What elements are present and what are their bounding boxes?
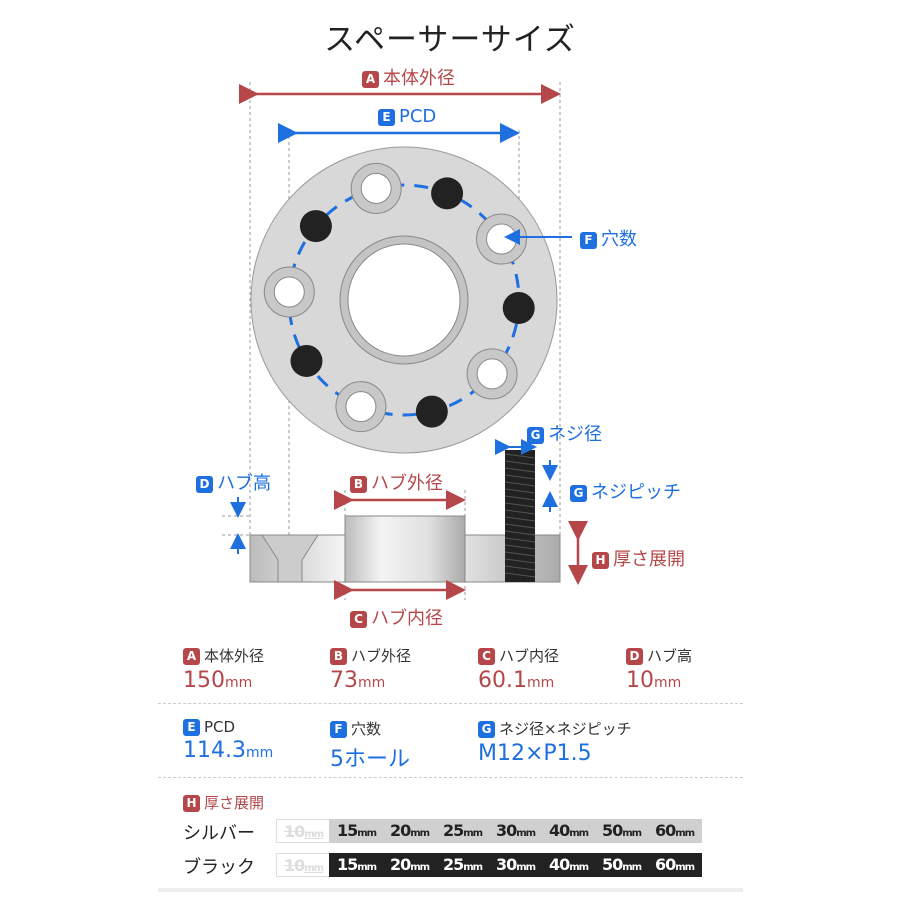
thickness-chip: 40mm: [541, 819, 596, 843]
stud-hole: [299, 210, 332, 243]
spacer-diagram: [222, 82, 588, 600]
thickness-chip: 15mm: [329, 853, 384, 877]
thickness-chip: 25mm: [435, 819, 490, 843]
thickness-chip: 20mm: [382, 819, 437, 843]
bolt-hole: [273, 276, 305, 308]
thickness-chip: 15mm: [329, 819, 384, 843]
thickness-chip: 30mm: [488, 819, 543, 843]
thickness-chip: 30mm: [488, 853, 543, 877]
stud-hole: [431, 177, 464, 210]
bolt-hole: [476, 358, 508, 390]
thickness-chip: 20mm: [382, 853, 437, 877]
row-label: ブラック: [183, 857, 255, 878]
thickness-chip: 60mm: [647, 819, 702, 843]
bolt-hole: [345, 391, 377, 423]
bolt-hole: [486, 223, 518, 255]
stud-hole: [415, 395, 448, 428]
flange-front-view: [250, 146, 558, 454]
thickness-chip: 50mm: [594, 819, 649, 843]
thickness-chip: 25mm: [435, 853, 490, 877]
stud-hole: [290, 344, 323, 377]
stud-hole: [502, 292, 535, 325]
bolt-hole: [360, 172, 392, 204]
thickness-chip: 50mm: [594, 853, 649, 877]
thickness-chip: 10mm: [276, 853, 331, 877]
thickness-chip: 40mm: [541, 853, 596, 877]
thickness-chip: 10mm: [276, 819, 331, 843]
thickness-chip: 60mm: [647, 853, 702, 877]
page-title: スペーサーサイズ: [324, 22, 576, 58]
flange-side-view: [249, 450, 561, 583]
row-label: シルバー: [183, 823, 255, 844]
